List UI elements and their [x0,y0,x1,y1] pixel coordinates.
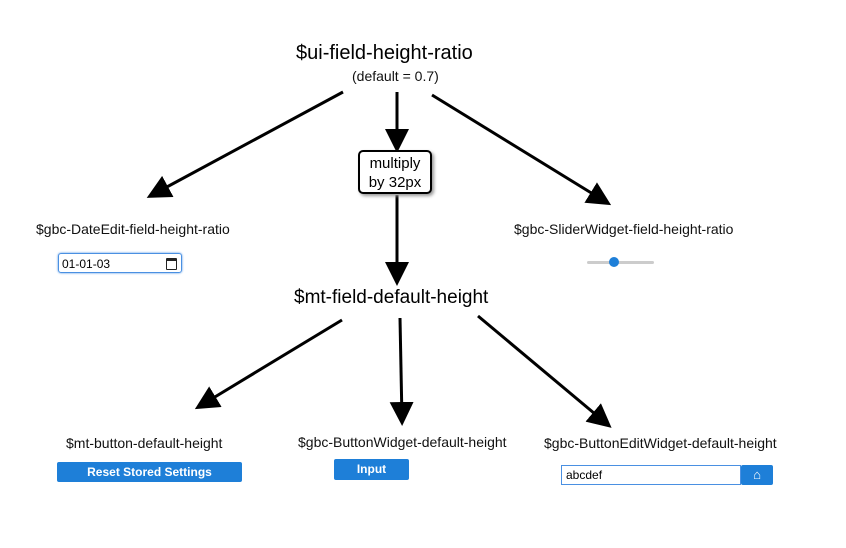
slider-label: $gbc-SliderWidget-field-height-ratio [514,221,734,237]
middle-title: $mt-field-default-height [294,287,489,308]
slider-track[interactable] [587,261,654,264]
button-edit-label: $gbc-ButtonEditWidget-default-height [544,435,777,451]
root-title: $ui-field-height-ratio [296,42,473,64]
multiply-box: multiply by 32px [358,150,432,194]
slider-thumb[interactable] [608,257,619,267]
multiply-line2: by 32px [368,174,422,191]
home-icon[interactable]: ⌂ [741,465,773,485]
input-button[interactable]: Input [334,459,409,480]
arrow [194,318,343,410]
date-value: 01-01-03 [62,257,111,271]
arrow [477,314,612,428]
date-input[interactable]: 01-01-03 [58,253,182,273]
button-edit-input[interactable]: abcdef [561,465,741,485]
arrow [146,90,344,198]
button-label: $mt-button-default-height [66,435,223,451]
reset-stored-settings-button[interactable]: Reset Stored Settings [57,462,242,482]
date-edit-label: $gbc-DateEdit-field-height-ratio [36,221,230,237]
arrow [431,93,612,206]
root-subtitle: (default = 0.7) [352,68,439,84]
arrow [389,317,414,426]
button-widget-label: $gbc-ButtonWidget-default-height [298,434,507,450]
calendar-icon[interactable] [166,258,177,270]
multiply-line1: multiply [369,155,421,172]
